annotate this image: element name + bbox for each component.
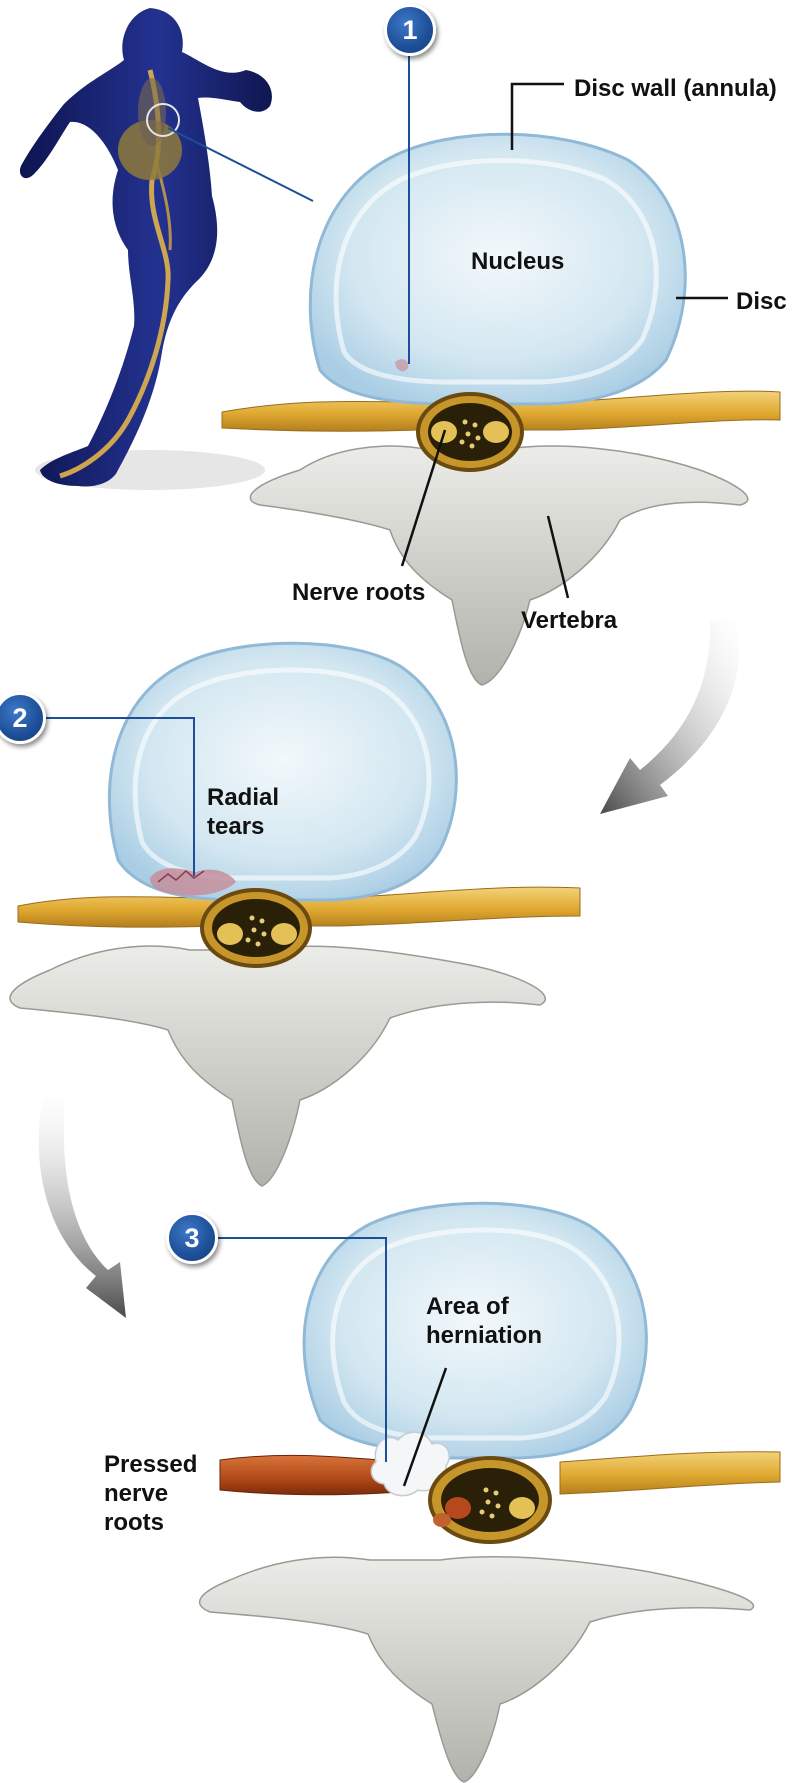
label-nucleus: Nucleus — [471, 247, 564, 276]
step-1-badge: 1 — [384, 4, 436, 56]
step-3-badge: 3 — [166, 1212, 218, 1264]
label-disc: Disc — [736, 287, 787, 316]
label-pressed-nerve-roots: Pressed nerve roots — [104, 1450, 197, 1537]
label-radial-tears: Radial tears — [207, 783, 279, 841]
progress-arrow-1 — [600, 620, 739, 814]
label-vertebra: Vertebra — [521, 606, 617, 635]
label-nerve-roots: Nerve roots — [292, 578, 425, 607]
disc-herniated — [200, 1203, 780, 1782]
progress-arrow-2 — [39, 1090, 126, 1318]
label-area-of-herniation: Area of herniation — [426, 1292, 542, 1350]
label-disc-wall: Disc wall (annula) — [574, 74, 777, 103]
disc-radial-tears — [10, 643, 580, 1186]
